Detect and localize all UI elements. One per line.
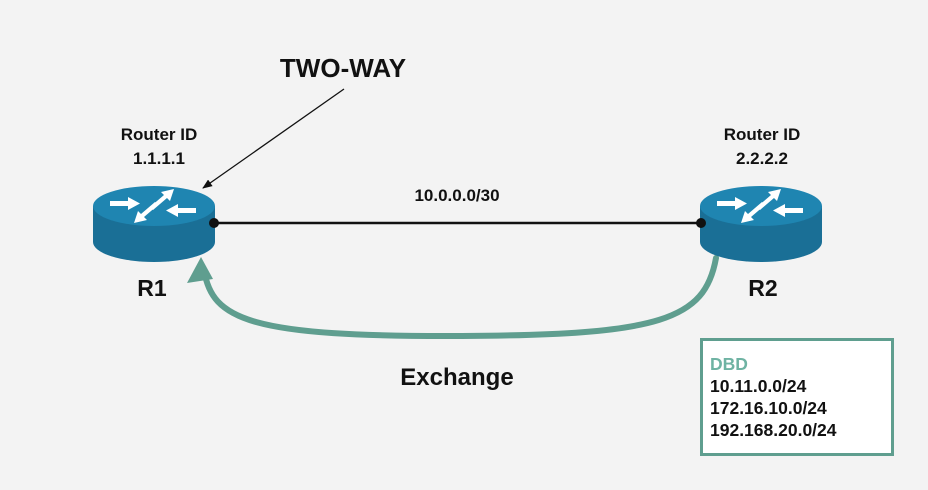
r1-router-icon[interactable] xyxy=(93,186,219,262)
r1-router-id-value: 1.1.1.1 xyxy=(133,149,185,168)
exchange-arrowhead xyxy=(187,257,213,283)
dbd-title: DBD xyxy=(710,354,748,374)
two-way-label: TWO-WAY xyxy=(280,53,406,83)
exchange-arrow xyxy=(201,255,719,340)
exchange-label: Exchange xyxy=(400,364,513,391)
dbd-entry: 10.11.0.0/24 xyxy=(710,376,807,396)
dbd-entry: 192.168.20.0/24 xyxy=(710,420,837,440)
two-way-pointer-arrow xyxy=(202,88,345,189)
link-subnet-label: 10.0.0.0/30 xyxy=(414,186,499,205)
dbd-entry: 172.16.10.0/24 xyxy=(710,398,827,418)
dbd-box: DBD 10.11.0.0/24 172.16.10.0/24 192.168.… xyxy=(700,338,894,456)
router-arrows-icon xyxy=(717,189,803,223)
r1-name: R1 xyxy=(137,275,167,301)
r2-router-id-label: Router ID xyxy=(724,125,801,144)
r2-name: R2 xyxy=(748,275,777,301)
router-arrows-icon xyxy=(110,189,196,223)
r2-router-id-value: 2.2.2.2 xyxy=(736,149,788,168)
r1-router-id-label: Router ID xyxy=(121,125,198,144)
r2-router-icon[interactable] xyxy=(696,186,822,262)
